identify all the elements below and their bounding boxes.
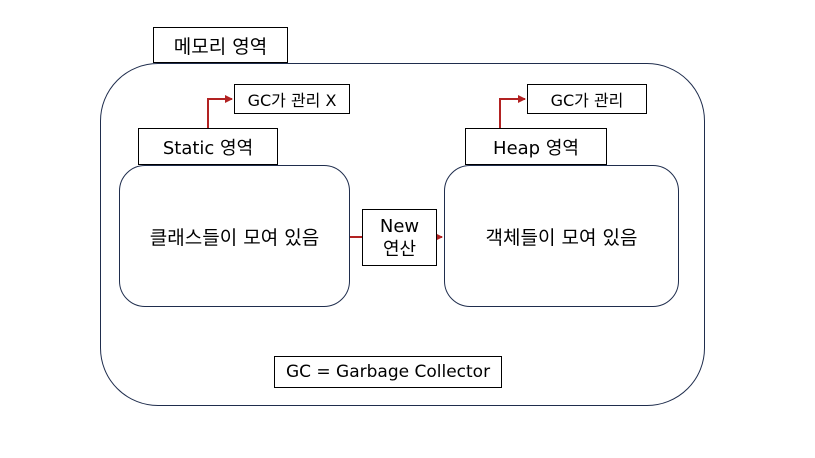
heap-area-label: Heap 영역 (465, 128, 607, 165)
new-operation-line2: 연산 (382, 238, 417, 260)
heap-area-box (444, 165, 679, 307)
memory-region-label: 메모리 영역 (153, 27, 288, 63)
gc-footnote: GC = Garbage Collector (274, 356, 502, 388)
static-gc-note: GC가 관리 X (234, 84, 350, 114)
static-area-box (119, 165, 350, 307)
heap-gc-note: GC가 관리 (527, 84, 647, 114)
heap-area-content: 객체들이 모여 있음 (485, 226, 638, 249)
static-area-label: Static 영역 (138, 128, 278, 165)
heap-gc-arrow (499, 95, 526, 128)
static-area-content: 클래스들이 모여 있음 (149, 226, 320, 249)
new-operation-label: New 연산 (362, 209, 437, 266)
static-gc-arrow (207, 95, 233, 128)
new-operation-line1: New (379, 215, 420, 237)
